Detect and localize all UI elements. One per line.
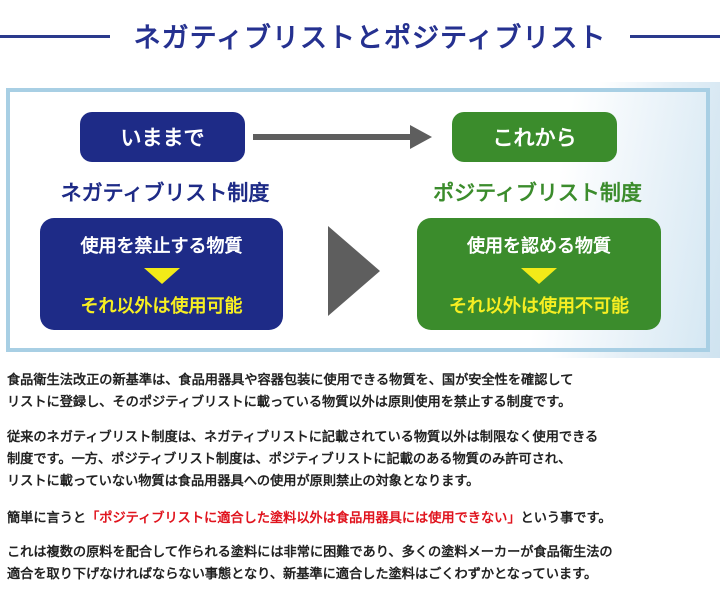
- negative-box-bottom-text: それ以外は使用可能: [80, 296, 243, 317]
- page-header: ネガティブリストとポジティブリスト: [0, 0, 720, 80]
- header-rule-left: [0, 35, 110, 38]
- text-line: リストに載っていない物質は食品用器具への使用が原則禁止の対象となります。: [7, 474, 480, 489]
- play-triangle-icon: [328, 226, 380, 316]
- text-line: 食品衛生法改正の新基準は、食品用器具や容器包装に使用できる物質を、国が安全性を確…: [7, 373, 574, 388]
- transition-arrow-shaft: [253, 134, 413, 140]
- text-line: 適合を取り下げなければならない事態となり、新基準に適合した塗料はごくわずかとなっ…: [7, 567, 598, 582]
- text-line: 制度です。一方、ポジティブリスト制度は、ポジティブリストに記載のある物質のみ許可…: [7, 452, 572, 467]
- positive-list-label: ポジティブリスト制度: [433, 181, 642, 205]
- positive-box-bottom-text: それ以外は使用不可能: [449, 296, 629, 317]
- paragraph-summary: 簡単に言うと「ポジティブリストに適合した塗料以外は食品用器具には使用できない」と…: [7, 508, 717, 530]
- text-line: これは複数の原料を配合して作られる塗料には非常に困難であり、多くの塗料メーカーが…: [7, 545, 613, 560]
- summary-suffix: という事です。: [520, 511, 612, 526]
- page-title: ネガティブリストとポジティブリスト: [133, 23, 607, 54]
- summary-highlight: 「ポジティブリストに適合した塗料以外は食品用器具には使用できない」: [86, 511, 521, 526]
- paragraph-comparison: 従来のネガティブリスト制度は、ネガティブリストに記載されている物質以外は制限なく…: [7, 427, 717, 493]
- paragraph-new-standard: 食品衛生法改正の新基準は、食品用器具や容器包装に使用できる物質を、国が安全性を確…: [7, 370, 717, 414]
- down-triangle-icon: [521, 268, 557, 284]
- negative-list-box: 使用を禁止する物質 それ以外は使用可能: [40, 218, 283, 330]
- header-rule-right: [630, 35, 720, 38]
- negative-list-label: ネガティブリスト制度: [60, 181, 270, 205]
- transition-arrow-icon: [410, 125, 432, 149]
- positive-box-top-text: 使用を認める物質: [467, 236, 611, 257]
- after-pill: これから: [452, 112, 617, 162]
- negative-box-top-text: 使用を禁止する物質: [80, 236, 243, 257]
- summary-prefix: 簡単に言うと: [7, 511, 87, 526]
- paragraph-impact: これは複数の原料を配合して作られる塗料には非常に困難であり、多くの塗料メーカーが…: [7, 542, 717, 586]
- positive-list-box: 使用を認める物質 それ以外は使用不可能: [417, 218, 661, 330]
- down-triangle-icon: [143, 268, 180, 284]
- before-pill: いままで: [80, 112, 245, 162]
- text-line: リストに登録し、そのポジティブリストに載っている物質以外は原則使用を禁止する制度…: [7, 395, 572, 410]
- text-line: 従来のネガティブリスト制度は、ネガティブリストに記載されている物質以外は制限なく…: [7, 430, 599, 445]
